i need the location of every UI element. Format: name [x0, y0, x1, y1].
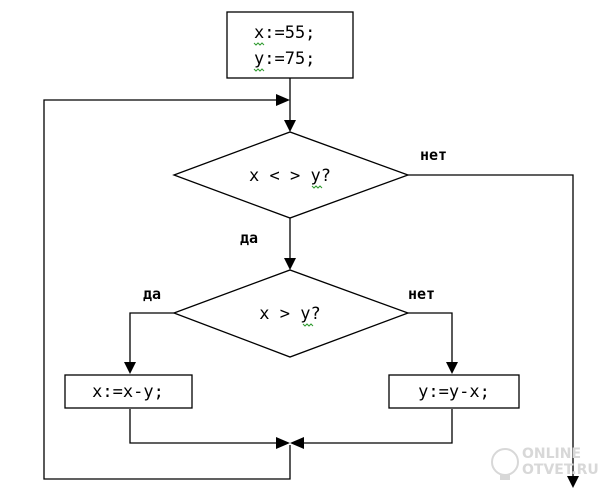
- lightbulb-icon: [491, 448, 519, 476]
- connector-left-to-merge: [129, 409, 278, 444]
- decision-compare-diamond: [172, 269, 410, 358]
- arrowhead-loop-join: [276, 94, 290, 106]
- op-right-block: y:=y-x;: [388, 374, 520, 409]
- decision-main-text: x < > y?: [249, 166, 331, 186]
- op-right-box: [388, 374, 520, 409]
- decision-main: x < > y? нет да: [172, 131, 447, 247]
- connector-compare-yes: [129, 312, 174, 364]
- decision-compare-text: x > y?: [259, 304, 320, 324]
- op-right-text: y:=y-x;: [418, 382, 490, 402]
- arrowhead-into-main: [284, 120, 296, 132]
- connectors: [43, 78, 574, 480]
- arrowhead-into-compare: [284, 258, 296, 270]
- init-line-1: x:=55;: [254, 23, 315, 43]
- decision-compare: x > y? да нет: [143, 269, 435, 358]
- watermark-line-2: OTVET.RU: [522, 462, 599, 478]
- decision-main-no-label: нет: [420, 146, 447, 164]
- arrowhead-merge-right: [290, 437, 304, 449]
- init-block: x:=55; y:=75;: [226, 11, 354, 79]
- connector-loop-back: [43, 99, 291, 480]
- connector-compare-no: [408, 312, 453, 364]
- decision-compare-yes-label: да: [143, 285, 161, 303]
- decision-main-diamond: [172, 131, 410, 219]
- connector-main-no: [408, 174, 574, 478]
- spellcheck-underline: [253, 68, 265, 72]
- spellcheck-underline: [302, 323, 314, 327]
- init-line-2: y:=75;: [254, 49, 315, 69]
- decision-main-yes-label: да: [240, 229, 258, 247]
- arrowhead-merge-left: [276, 437, 290, 449]
- spellcheck-underline: [253, 42, 265, 46]
- arrowheads: [124, 94, 579, 488]
- spellcheck-underline: [311, 185, 323, 189]
- watermark-line-1: ONLINE: [522, 446, 581, 462]
- lightbulb-base: [500, 474, 510, 480]
- decision-compare-no-label: нет: [408, 285, 435, 303]
- op-left-text: x:=x-y;: [92, 382, 164, 402]
- init-box: [226, 11, 354, 79]
- connector-right-to-merge: [302, 409, 453, 444]
- arrowhead-into-op-right: [446, 362, 458, 374]
- watermark: ONLINE OTVET.RU: [491, 446, 599, 480]
- arrowhead-into-op-left: [124, 362, 136, 374]
- op-left-box: [64, 374, 193, 409]
- op-left-block: x:=x-y;: [64, 374, 193, 409]
- arrowhead-exit: [567, 476, 579, 488]
